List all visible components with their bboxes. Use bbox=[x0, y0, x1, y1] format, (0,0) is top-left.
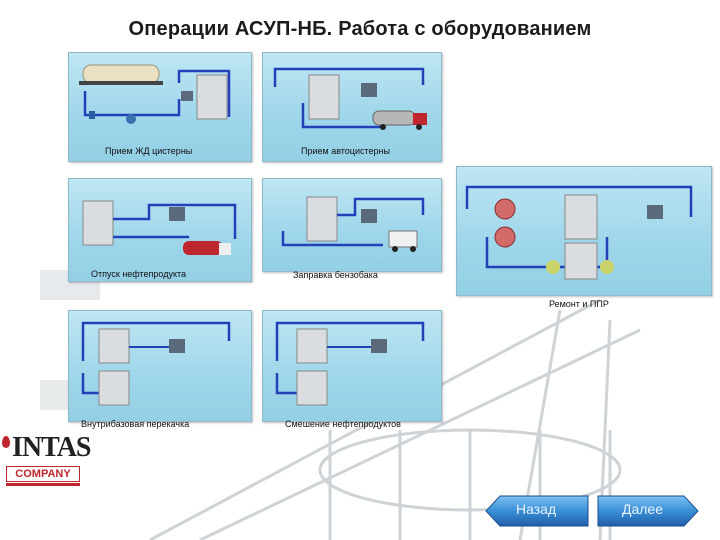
card-fuel-tank-refuel[interactable]: Заправка бензобака bbox=[262, 178, 442, 280]
rail-tank-scheme bbox=[79, 64, 231, 124]
card-label: Отпуск нефтепродукта bbox=[91, 269, 187, 279]
transfer-scheme bbox=[81, 321, 231, 406]
card-label: Прием ЖД цистерны bbox=[105, 146, 193, 156]
repair-scheme bbox=[465, 185, 693, 280]
back-button-label: Назад bbox=[516, 501, 557, 517]
tank-truck-scheme bbox=[273, 67, 427, 130]
blending-scheme bbox=[275, 321, 425, 406]
card-product-blending[interactable]: Смешение нефтепродуктов bbox=[262, 310, 442, 429]
card-label: Заправка бензобака bbox=[293, 270, 378, 280]
card-label: Смешение нефтепродуктов bbox=[285, 419, 401, 429]
next-button[interactable]: Далее bbox=[596, 494, 700, 528]
card-label: Прием автоцистерны bbox=[301, 146, 390, 156]
dispatch-scheme bbox=[82, 200, 237, 255]
logo-underline bbox=[6, 483, 80, 486]
arrow-right-shape bbox=[597, 495, 699, 527]
logo-name: INTAS bbox=[12, 432, 92, 463]
back-button[interactable]: Назад bbox=[484, 494, 590, 528]
card-repair-maintenance[interactable]: Ремонт и ППР bbox=[456, 166, 712, 309]
refuel-scheme bbox=[281, 196, 425, 252]
drop-icon bbox=[2, 436, 10, 448]
page-title: Операции АСУП-НБ. Работа с оборудованием bbox=[128, 18, 592, 40]
card-rail-tank-receipt[interactable]: Прием ЖД цистерны bbox=[68, 52, 252, 162]
arrow-left-shape bbox=[485, 495, 589, 527]
intas-company-logo: INTAS COMPANY bbox=[2, 430, 92, 490]
card-internal-transfer[interactable]: Внутрибазовая перекачка bbox=[68, 310, 252, 429]
card-tank-truck-receipt[interactable]: Прием автоцистерны bbox=[262, 52, 442, 162]
card-label: Внутрибазовая перекачка bbox=[81, 419, 190, 429]
card-product-dispatch[interactable]: Отпуск нефтепродукта bbox=[68, 178, 252, 282]
next-button-label: Далее bbox=[622, 501, 664, 517]
card-label: Ремонт и ППР bbox=[549, 299, 609, 309]
logo-company: COMPANY bbox=[6, 466, 80, 482]
